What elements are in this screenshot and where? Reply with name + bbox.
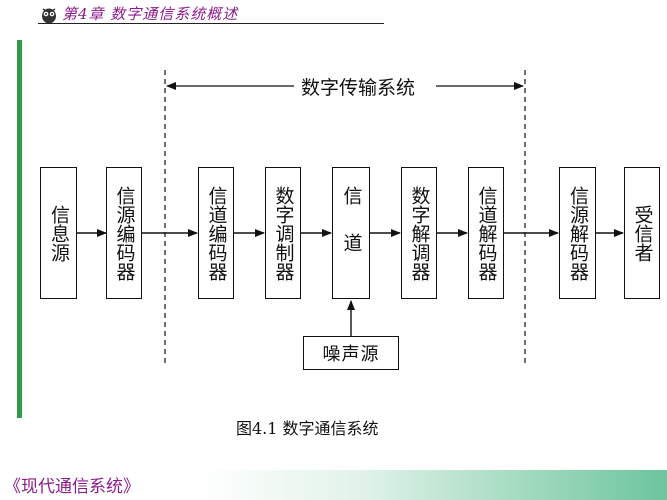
block-digital-demodulator: 数字解调器	[401, 167, 437, 299]
footer-gradient-bar	[0, 470, 667, 500]
owl-logo-icon	[42, 8, 56, 24]
block-channel-decoder: 信道解码器	[468, 167, 504, 299]
block-information-source: 信息源	[40, 167, 77, 299]
block-source-encoder: 信源编码器	[106, 167, 142, 299]
block-noise-source: 噪声源	[303, 336, 399, 370]
block-channel-encoder: 信道编码器	[198, 167, 234, 299]
block-source-decoder: 信源解码器	[559, 167, 596, 299]
header-rule	[38, 23, 384, 24]
figure-caption: 图4.1 数字通信系统	[236, 419, 379, 438]
block-digital-modulator: 数字调制器	[265, 167, 301, 299]
chapter-title: 第4章 数字通信系统概述	[62, 5, 239, 23]
block-channel: 信道	[332, 167, 370, 299]
left-accent-bar	[17, 40, 22, 418]
digital-transmission-system-label: 数字传输系统	[298, 73, 419, 100]
book-title: 《现代通信系统》	[4, 477, 140, 497]
block-receiver: 受信者	[624, 167, 660, 299]
